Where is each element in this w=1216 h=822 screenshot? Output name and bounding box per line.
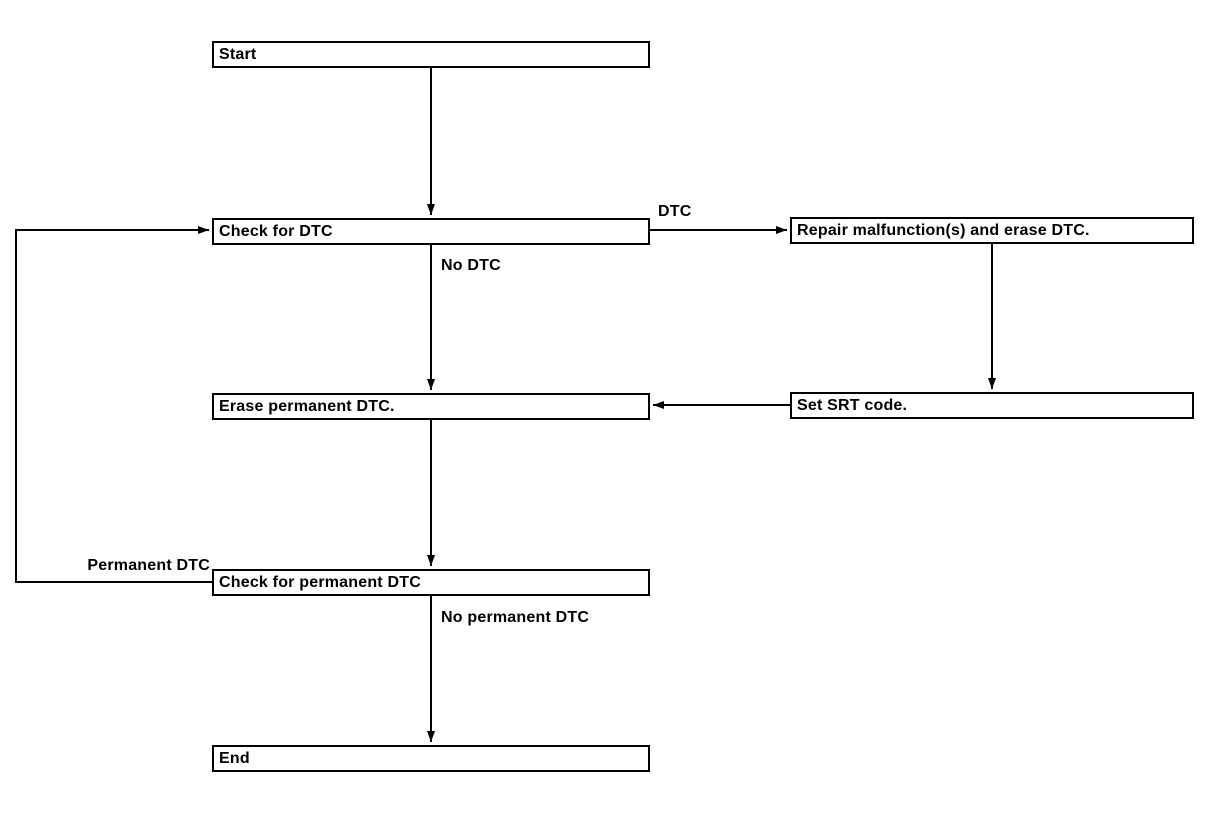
- node-check-dtc: Check for DTC: [212, 218, 650, 245]
- node-erase-permanent-dtc-label: Erase permanent DTC.: [219, 397, 395, 415]
- node-check-permanent-dtc-label: Check for permanent DTC: [219, 573, 421, 591]
- node-repair-malfunction-label: Repair malfunction(s) and erase DTC.: [797, 221, 1090, 239]
- edge-label-no-dtc: No DTC: [441, 257, 501, 274]
- node-end-label: End: [219, 749, 250, 767]
- edge-check-permanent-to-check-dtc-loop: [15, 226, 212, 583]
- node-start-label: Start: [219, 45, 257, 63]
- node-check-permanent-dtc: Check for permanent DTC: [212, 569, 650, 596]
- node-erase-permanent-dtc: Erase permanent DTC.: [212, 393, 650, 420]
- edge-label-no-permanent-dtc: No permanent DTC: [441, 609, 590, 626]
- node-check-dtc-label: Check for DTC: [219, 222, 333, 240]
- node-repair-malfunction: Repair malfunction(s) and erase DTC.: [790, 217, 1194, 244]
- node-start: Start: [212, 41, 650, 68]
- edge-label-dtc: DTC: [658, 203, 692, 220]
- node-set-srt-code: Set SRT code.: [790, 392, 1194, 419]
- node-end: End: [212, 745, 650, 772]
- edge-label-permanent-dtc: Permanent DTC: [87, 557, 210, 574]
- node-set-srt-code-label: Set SRT code.: [797, 396, 908, 414]
